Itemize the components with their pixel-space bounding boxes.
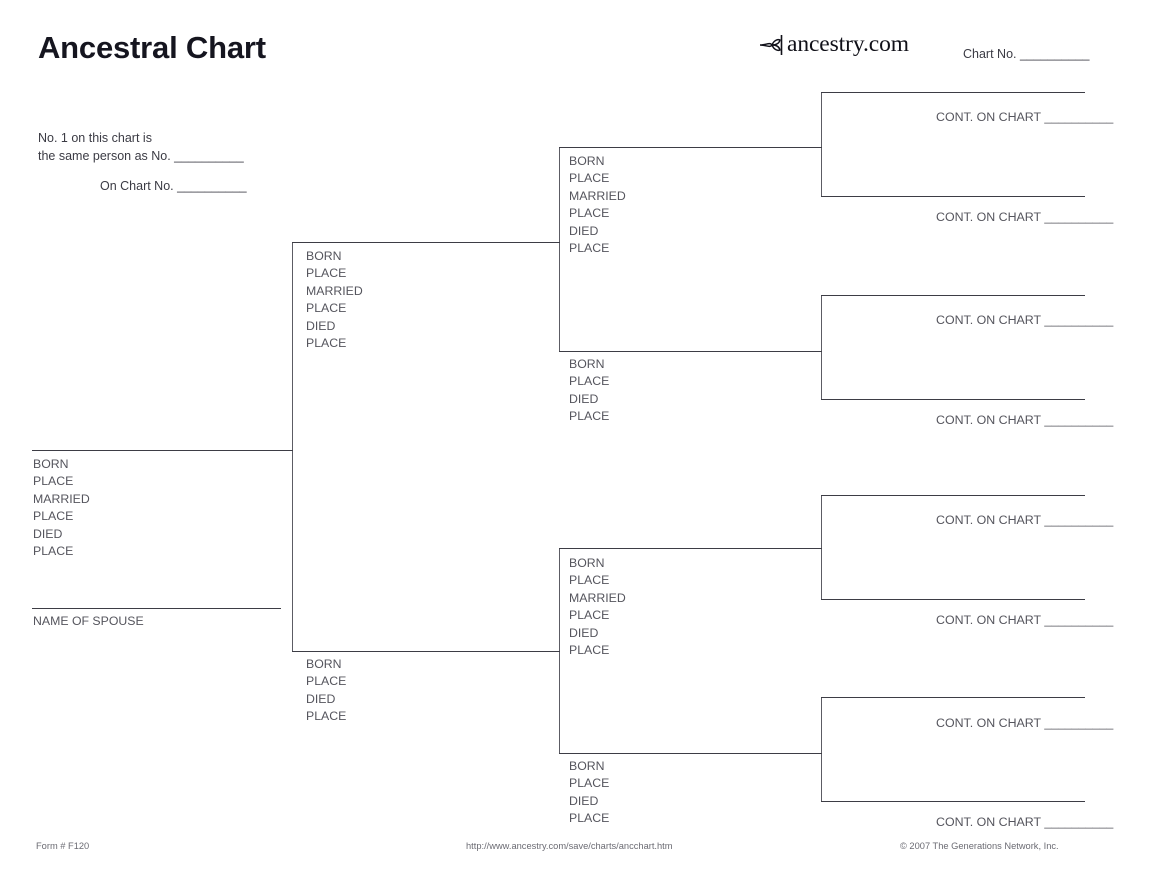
gen2-to-gen3-lower-stub (548, 651, 560, 652)
field-born: BORN (306, 249, 342, 263)
field-place: PLACE (33, 474, 74, 489)
leaf-icon (757, 33, 787, 57)
gen4-slot3-rule[interactable] (821, 295, 1085, 296)
gen3-paternal-grandfather-rule[interactable] (559, 147, 820, 148)
gen4-slot2-rule[interactable] (821, 196, 1085, 197)
gen3-maternal-grandmother-rule[interactable] (559, 753, 820, 754)
gen2-father-name-rule[interactable] (292, 242, 558, 243)
field-place: PLACE (569, 776, 610, 791)
field-place: PLACE (569, 573, 610, 588)
gen4-slot7-cont-label[interactable]: CONT. ON CHART __________ (936, 716, 1114, 730)
field-died: DIED (306, 691, 336, 706)
field-died: DIED (33, 526, 63, 541)
field-born: BORN (569, 556, 605, 570)
field-place-2: PLACE (306, 301, 347, 316)
gen3-to-gen4-pair4-stub (810, 753, 822, 754)
field-married: MARRIED (33, 491, 90, 506)
field-married: MARRIED (306, 283, 363, 298)
gen4-slot3-cont-label[interactable]: CONT. ON CHART __________ (936, 313, 1114, 327)
gen4-slot7-rule[interactable] (821, 697, 1085, 698)
gen3-paternal-grandmother-fields: BORN PLACE DIED PLACE (569, 356, 609, 426)
field-place: PLACE (306, 266, 347, 281)
field-place-2: PLACE (33, 509, 74, 524)
field-born: BORN (306, 657, 342, 671)
field-place-2: PLACE (569, 811, 610, 826)
gen4-slot8-cont-label[interactable]: CONT. ON CHART __________ (936, 815, 1114, 829)
gen4-pair2-bracket-connector (821, 295, 822, 400)
field-place: PLACE (306, 674, 347, 689)
gen3-to-gen4-pair2-stub (810, 351, 822, 352)
field-born: BORN (569, 759, 605, 773)
field-place-3: PLACE (306, 336, 347, 351)
field-married: MARRIED (569, 188, 626, 203)
ancestry-wordmark: ancestry.com (787, 31, 909, 58)
same-person-note-line-1: No. 1 on this chart is (38, 131, 152, 145)
footer-url[interactable]: http://www.ancestry.com/save/charts/ancc… (466, 841, 673, 851)
chart-no-field[interactable]: Chart No. __________ (963, 47, 1090, 61)
gen3-maternal-grandfather-fields: BORN PLACE MARRIED PLACE DIED PLACE (569, 555, 626, 659)
field-married: MARRIED (569, 590, 626, 605)
ancestry-logo[interactable]: ancestry.com (757, 31, 909, 59)
field-place-2: PLACE (306, 709, 347, 724)
gen4-slot1-cont-label[interactable]: CONT. ON CHART __________ (936, 110, 1114, 124)
gen4-slot6-rule[interactable] (821, 599, 1085, 600)
gen2-mother-name-rule[interactable] (292, 651, 558, 652)
gen4-slot8-rule[interactable] (821, 801, 1085, 802)
field-place-3: PLACE (569, 643, 610, 658)
gen4-slot4-cont-label[interactable]: CONT. ON CHART __________ (936, 413, 1114, 427)
page-title: Ancestral Chart (38, 30, 266, 65)
footer-copyright: © 2007 The Generations Network, Inc. (900, 841, 1059, 851)
field-place-3: PLACE (33, 544, 74, 559)
name-of-spouse-label: NAME OF SPOUSE (33, 614, 144, 628)
gen2-father-fields: BORN PLACE MARRIED PLACE DIED PLACE (306, 248, 363, 352)
field-place-3: PLACE (569, 241, 610, 256)
gen2-bracket-connector (292, 242, 293, 652)
field-born: BORN (569, 154, 605, 168)
gen2-mother-fields: BORN PLACE DIED PLACE (306, 656, 346, 726)
gen1-spouse-rule[interactable] (32, 608, 281, 609)
gen3-paternal-grandfather-fields: BORN PLACE MARRIED PLACE DIED PLACE (569, 153, 626, 257)
field-born: BORN (33, 457, 69, 471)
footer-form-number: Form # F120 (36, 841, 90, 851)
field-place-2: PLACE (569, 409, 610, 424)
gen4-slot2-cont-label[interactable]: CONT. ON CHART __________ (936, 210, 1114, 224)
gen3-maternal-grandmother-fields: BORN PLACE DIED PLACE (569, 758, 609, 828)
field-died: DIED (569, 391, 599, 406)
gen3-paternal-grandmother-rule[interactable] (559, 351, 820, 352)
field-place: PLACE (569, 171, 610, 186)
gen4-pair3-bracket-connector (821, 495, 822, 600)
field-died: DIED (306, 318, 336, 333)
gen2-to-gen3-upper-stub (548, 242, 560, 243)
field-died: DIED (569, 625, 599, 640)
gen1-to-gen2-stub (281, 450, 293, 451)
gen3-lower-bracket-connector (559, 548, 560, 753)
gen4-pair1-bracket-connector (821, 92, 822, 197)
gen4-slot6-cont-label[interactable]: CONT. ON CHART __________ (936, 613, 1114, 627)
gen3-maternal-grandfather-rule[interactable] (559, 548, 820, 549)
same-person-note-line-2[interactable]: the same person as No. __________ (38, 149, 244, 163)
field-died: DIED (569, 223, 599, 238)
gen1-fields: BORN PLACE MARRIED PLACE DIED PLACE (33, 456, 90, 560)
gen4-slot5-cont-label[interactable]: CONT. ON CHART __________ (936, 513, 1114, 527)
field-place-2: PLACE (569, 206, 610, 221)
field-born: BORN (569, 357, 605, 371)
gen4-slot1-rule[interactable] (821, 92, 1085, 93)
gen1-name-rule[interactable] (32, 450, 291, 451)
gen4-slot5-rule[interactable] (821, 495, 1085, 496)
field-died: DIED (569, 793, 599, 808)
gen4-pair4-bracket-connector (821, 697, 822, 802)
field-place: PLACE (569, 374, 610, 389)
gen3-to-gen4-pair1-stub (810, 147, 822, 148)
gen3-to-gen4-pair3-stub (810, 548, 822, 549)
on-chart-no-field[interactable]: On Chart No. __________ (100, 179, 247, 193)
gen4-slot4-rule[interactable] (821, 399, 1085, 400)
gen3-upper-bracket-connector (559, 147, 560, 352)
field-place-2: PLACE (569, 608, 610, 623)
